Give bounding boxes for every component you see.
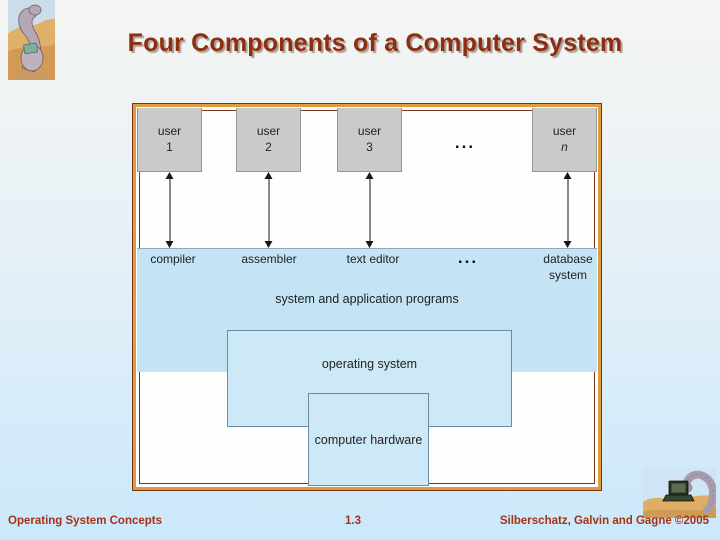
database-label-line2: system [548,267,588,282]
user-box-label: user [357,123,382,138]
program-label-assembler: assembler [241,252,297,266]
dinosaur-logo-icon [8,0,55,80]
footer-page-number: 1.3 [345,515,361,527]
dinosaur-laptop-logo-icon [643,468,716,518]
band-caption: system and application programs [275,292,459,306]
user-box-1: user 1 [137,108,202,172]
computer-hardware-label: computer hardware [314,432,423,447]
double-arrow-usern [563,172,574,248]
users-ellipsis: ... [454,133,476,152]
double-arrow-user1 [165,172,176,248]
double-arrow-user3 [365,172,376,248]
user-box-number: n [561,139,568,154]
footer-course-title: Operating System Concepts [8,515,163,527]
user-box-label: user [552,123,577,138]
user-box-2: user 2 [236,108,301,172]
computer-hardware-box: computer hardware [308,393,429,486]
slide-title: Four Components of a Computer System [127,29,623,57]
diagram-frame: user 1 user 2 user 3 ... user n [132,103,602,491]
user-box-label: user [157,123,182,138]
program-label-database-system: database system [543,252,592,283]
double-arrow-user2 [264,172,275,248]
database-label-line1: database [543,252,593,266]
program-label-text-editor: text editor [346,252,400,266]
operating-system-label: operating system [321,357,418,371]
footer-authors: Silberschatz, Galvin and Gagne ©2005 [499,515,709,527]
user-box-number: 2 [265,139,272,154]
user-box-n: user n [532,108,597,172]
user-box-number: 3 [366,139,373,154]
user-box-label: user [256,123,281,138]
user-box-3: user 3 [337,108,402,172]
programs-ellipsis: ... [457,248,479,267]
user-box-number: 1 [166,139,173,154]
diagram-content: user 1 user 2 user 3 ... user n [137,108,597,486]
program-label-compiler: compiler [150,252,196,266]
